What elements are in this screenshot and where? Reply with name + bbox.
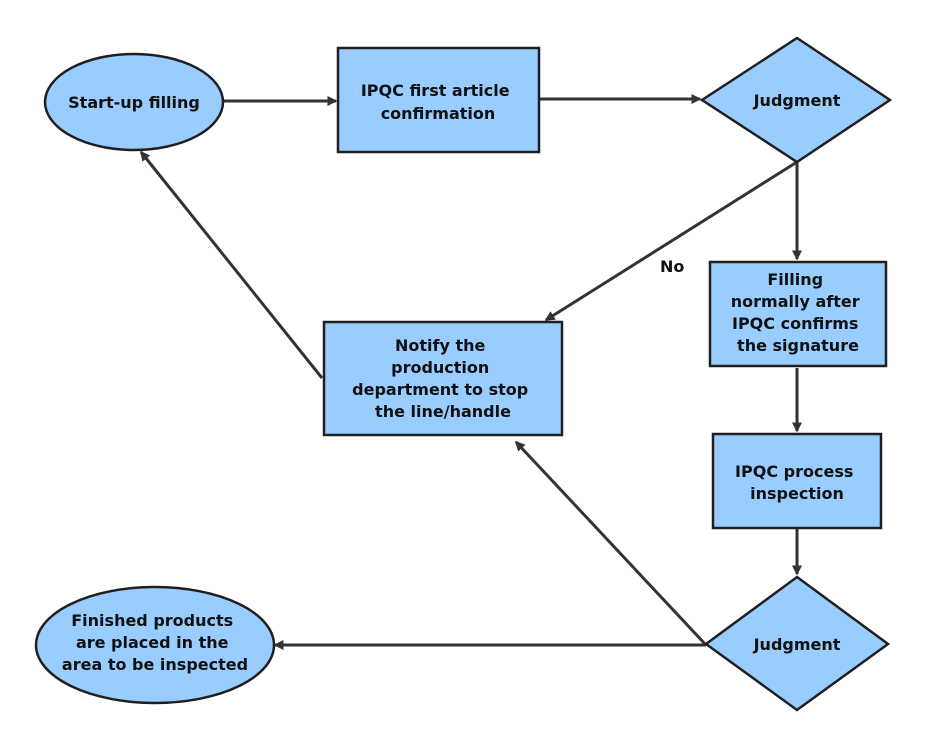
edge-notify-to-startup <box>139 150 324 379</box>
edges: No <box>139 94 802 650</box>
text-line: Start-up filling <box>68 93 200 112</box>
node-ipqc-first-article-shape <box>336 46 541 154</box>
text-line: the line/handle <box>375 402 511 421</box>
edge-label-no: No <box>660 257 684 276</box>
edge-judgment-1-no-to-notify <box>544 160 798 322</box>
node-ipqc-process-inspection[interactable]: IPQC process inspection <box>711 432 883 530</box>
node-judgment-1[interactable]: Judgment <box>699 36 893 164</box>
text-line: IPQC first article <box>361 81 510 100</box>
node-judgment-2[interactable]: Judgment <box>703 575 891 712</box>
node-startup-filling[interactable]: Start-up filling <box>43 52 225 152</box>
node-judgment-2-label: Judgment <box>753 635 841 654</box>
node-filling-normally-shape <box>708 260 888 368</box>
node-startup-filling-shape <box>43 52 225 152</box>
node-notify-production-shape <box>322 320 564 437</box>
text-line: IPQC process <box>735 462 853 481</box>
edge-judgment-2-to-notify <box>514 440 708 647</box>
text-line: Judgment <box>753 635 841 654</box>
text-line: department to stop <box>352 380 528 399</box>
node-judgment-1-shape <box>699 36 893 164</box>
node-ipqc-first-article[interactable]: IPQC first article confirmation <box>336 46 541 154</box>
node-judgment-2-shape <box>703 575 891 712</box>
node-startup-filling-label: Start-up filling <box>68 93 200 112</box>
text-line: confirmation <box>381 104 496 123</box>
text-line: are placed in the <box>76 633 229 652</box>
text-line: Notify the <box>395 336 486 355</box>
node-ipqc-process-inspection-shape <box>711 432 883 530</box>
text-line: IPQC confirms <box>732 314 858 333</box>
node-ipqc-first-article-label: IPQC first article confirmation <box>361 81 515 123</box>
node-filling-normally[interactable]: Filling normally after IPQC confirms the… <box>708 260 888 368</box>
text-line: Filling <box>767 270 823 289</box>
text-line: Finished products <box>71 611 233 630</box>
node-finished-products-shape <box>34 585 276 705</box>
node-ipqc-process-inspection-label: IPQC process inspection <box>735 462 859 503</box>
node-notify-production[interactable]: Notify the production department to stop… <box>322 320 564 437</box>
text-line: the signature <box>737 336 859 355</box>
node-finished-products-label: Finished products are placed in the area… <box>62 611 248 674</box>
text-line: inspection <box>750 484 844 503</box>
text-line: Judgment <box>753 91 841 110</box>
node-judgment-1-label: Judgment <box>753 91 841 110</box>
node-notify-production-label: Notify the production department to stop… <box>352 336 534 421</box>
text-line: normally after <box>731 292 860 311</box>
node-finished-products[interactable]: Finished products are placed in the area… <box>34 585 276 705</box>
text-line: production <box>391 358 489 377</box>
node-filling-normally-label: Filling normally after IPQC confirms the… <box>731 270 865 355</box>
text-line: area to be inspected <box>62 655 248 674</box>
